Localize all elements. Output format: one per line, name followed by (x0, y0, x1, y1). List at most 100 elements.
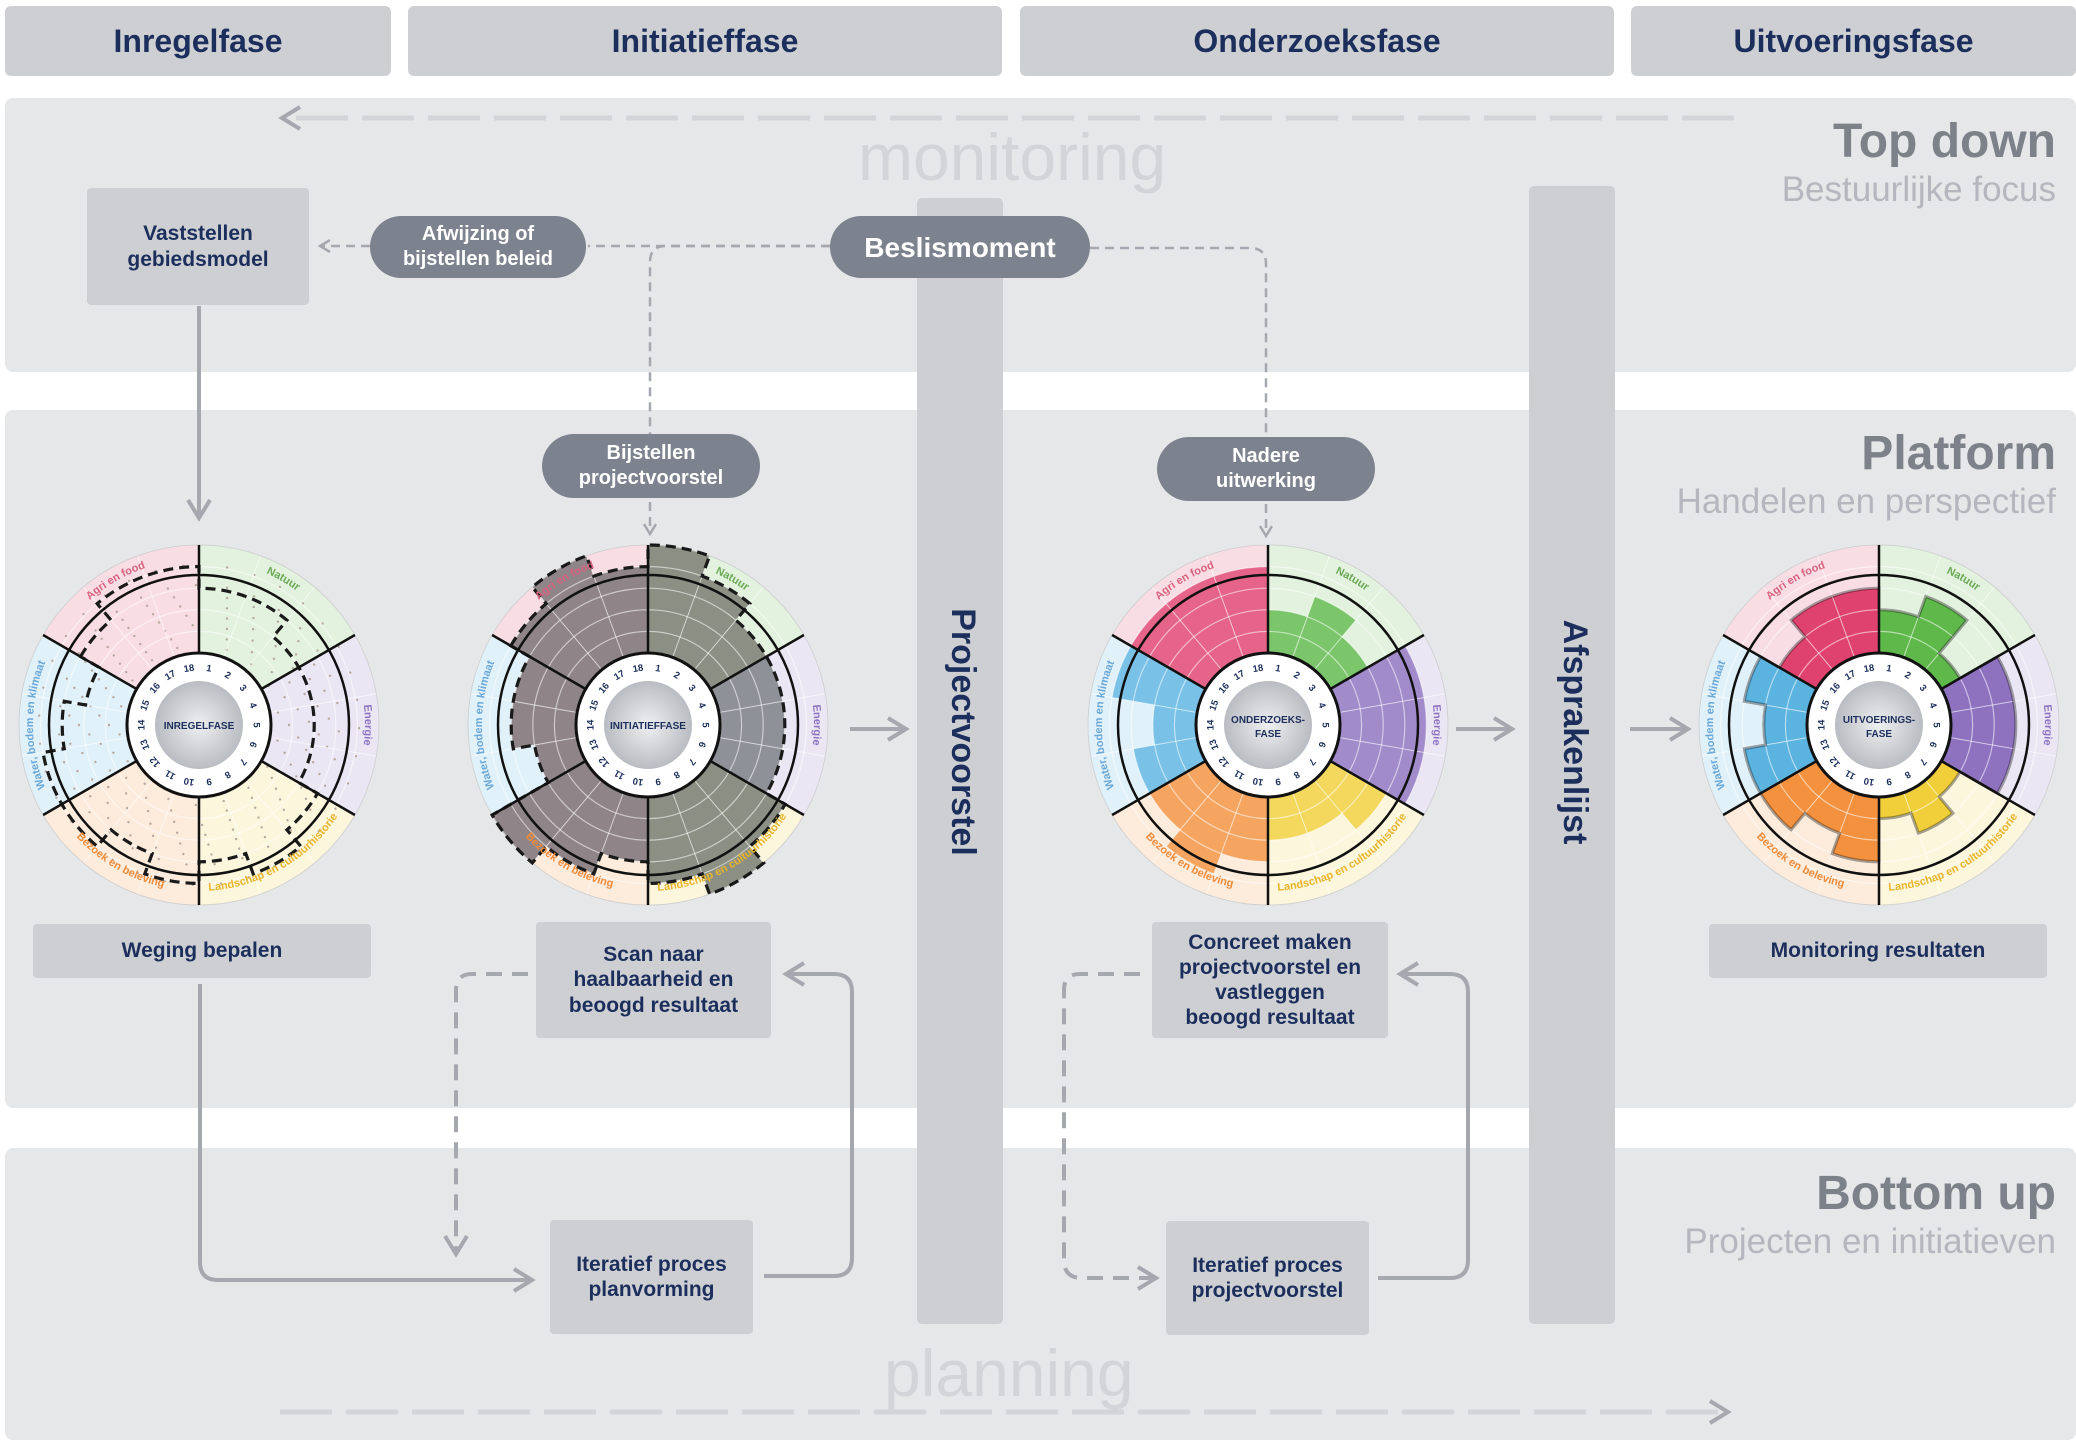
wheel-wedge (1130, 603, 1222, 689)
phase-header-initiatieffase: Initiatieffase (408, 6, 1002, 76)
wheel-wedge (1804, 780, 1855, 834)
wheel-dot (124, 792, 128, 795)
wheel-dot (270, 670, 274, 674)
wheel-dot (301, 602, 305, 605)
wheel-dot (266, 845, 270, 848)
iteratief-projectvoorstel-box: Iteratief proces projectvoorstel (1166, 1221, 1369, 1335)
wheel-dot (228, 818, 232, 822)
wheel-dot (276, 620, 280, 623)
wheel-dot (357, 726, 361, 730)
wheel-number: 10 (632, 775, 644, 788)
wheel-dot (176, 646, 179, 650)
wheel-subline (1338, 693, 1446, 713)
iteratief-planvorming-text: Iteratief proces planvorming (576, 1252, 727, 1301)
wheel-number: 1 (1274, 663, 1282, 675)
wheel-wedge (511, 701, 578, 749)
wheel-wedge (1744, 656, 1817, 713)
wheel-number: 15 (587, 698, 601, 712)
wheel-wedge (718, 701, 785, 749)
wheel-wedge (1832, 792, 1879, 862)
wheel-dot (179, 842, 182, 845)
wheel-dot (185, 614, 188, 617)
wheel-dot (316, 649, 319, 652)
wheel-sector-divider (1722, 759, 1818, 817)
wheel-dot (327, 717, 331, 720)
wheel-dot (303, 692, 306, 696)
wheel-dot (291, 666, 295, 670)
band-title-top-down: Top down (1832, 115, 2056, 168)
wheel-dot (297, 639, 300, 643)
wheel-dot (106, 785, 110, 789)
wheel-dot (106, 816, 110, 820)
wheel-dot (143, 782, 146, 785)
wheel-dot (286, 818, 289, 822)
wheel-dot (270, 776, 274, 780)
afsprakenlijst-bar (1529, 186, 1615, 1324)
wheel-subline (269, 737, 377, 757)
wheel-number: 15 (138, 698, 152, 712)
wheel-dot (194, 803, 198, 807)
wheel-subline (470, 693, 578, 713)
wheel-dot (298, 627, 302, 630)
band-subtitle-platform: Handelen en perspectief (1676, 482, 2056, 521)
wheel-dot (157, 857, 160, 861)
wheel-dot (276, 711, 280, 714)
wheel-number: 7 (1306, 756, 1318, 767)
iteratief-planvorming-box: Iteratief proces planvorming (550, 1220, 753, 1334)
wheel-number: 14 (137, 719, 148, 730)
wheel-dot (73, 686, 76, 690)
wheel-number: 8 (671, 768, 681, 780)
wheel-dot (151, 834, 155, 838)
wheel-dot (38, 742, 42, 746)
wheel-dot (106, 801, 109, 805)
wheel-dot (131, 847, 134, 850)
wheel-sector-divider (1329, 633, 1425, 691)
wheel-subline (1090, 693, 1198, 713)
wheel-dot (169, 809, 173, 812)
wheel-wedge (601, 792, 648, 862)
wheel-wedge (1949, 701, 2016, 749)
wheel-wedge (1941, 737, 2014, 794)
wheel-dot (210, 853, 213, 856)
wheel-dot (124, 670, 128, 674)
wheel-dot (139, 596, 143, 599)
wheel-dot (76, 769, 79, 773)
wheel-dot (321, 622, 324, 625)
wheel-dot (191, 623, 194, 627)
wheel-dot (317, 830, 320, 833)
wheel-dot (112, 695, 115, 699)
wheel-sector-divider (709, 759, 805, 817)
vaststellen-gebiedsmodel-box: Vaststellen gebiedsmodel (87, 188, 309, 305)
wheel-dot (316, 705, 319, 708)
wheel-subline (1292, 555, 1331, 658)
wheel-number: 3 (686, 683, 698, 694)
wheel-number: 6 (1315, 740, 1327, 749)
wheel-number: 13 (1818, 738, 1832, 752)
wheel-number: 4 (695, 701, 707, 710)
bijstellen-projectvoorstel-pill: Bijstellen projectvoorstel (542, 434, 760, 498)
beslismoment-text: Beslismoment (864, 231, 1056, 263)
wheel-dot (146, 809, 150, 813)
wheel-dot (69, 742, 72, 745)
wheel-number: 13 (587, 738, 601, 752)
wheel-number: 5 (251, 722, 262, 728)
phase-header-uitvoeringsfase: Uitvoeringsfase (1631, 6, 2076, 76)
wheel-center-label: ONDERZOEKS- (1231, 715, 1305, 726)
wheel-hub (1835, 681, 1923, 769)
wheel-dot (276, 739, 279, 742)
wheel-wedge (1330, 737, 1424, 805)
wheel-dot (354, 755, 358, 758)
wheel-dot (172, 820, 176, 824)
wheel-dot (175, 831, 179, 835)
wheel-wedge (1903, 780, 1954, 834)
wheel-hub (155, 681, 243, 769)
wheel-dot (207, 843, 210, 846)
wheel-number: 14 (586, 719, 597, 730)
wheel-dot (179, 605, 182, 608)
wheel-wedge (1744, 737, 1817, 794)
wheel-wedge (1832, 588, 1879, 658)
wheel-dot (99, 742, 102, 745)
wheel-number: 18 (1252, 663, 1264, 676)
